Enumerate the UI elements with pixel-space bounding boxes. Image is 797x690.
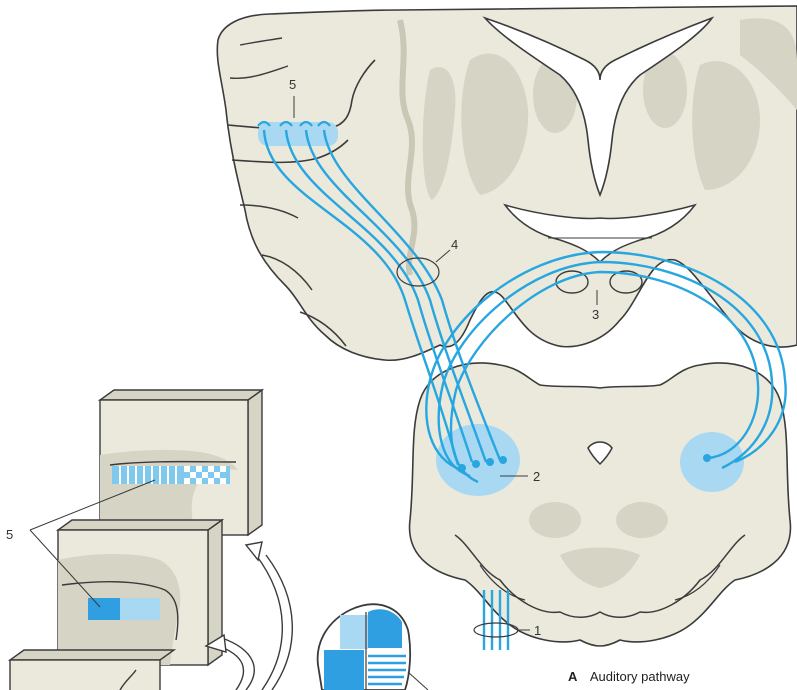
cell-body-3 [486,458,494,466]
arrow-to-middle-block-b [222,638,254,690]
bundle-ring-1 [474,623,518,637]
forebrain-section [217,6,797,360]
grey-nucleus-right [616,502,668,538]
block-mid-lid [58,520,222,530]
arrowhead-top [246,542,262,560]
block-bottom-lid [10,650,174,660]
label-5-top: 5 [289,77,296,92]
label-3: 3 [592,307,599,322]
caption-letter: A [568,669,578,684]
cortex-block-top [100,390,262,535]
cell-body-1 [458,464,466,472]
block-mid-band-dark [88,598,120,620]
label-1: 1 [534,623,541,638]
grey-nucleus-left [529,502,581,538]
inset-light-block [340,615,368,649]
inset-leader [408,672,428,690]
block-bottom-face [10,660,160,690]
label-2: 2 [533,469,540,484]
inset-dark-block [324,650,364,690]
label-5-left: 5 [6,527,13,542]
cell-body-2 [472,460,480,468]
block-mid-band-light [120,598,160,620]
caption: A Auditory pathway [568,668,690,685]
label-4: 4 [451,237,458,252]
cell-body-4 [499,456,507,464]
cell-body-right [703,454,711,462]
cortex-block-middle [58,520,222,665]
arrow-to-top-block-b [266,555,292,690]
cortex-block-bottom [10,650,174,690]
tonotopic-inset [318,604,428,690]
caption-title: Auditory pathway [590,669,690,684]
block-arrows [216,555,292,690]
block-top-lid [100,390,262,400]
block-top-side [248,390,262,535]
